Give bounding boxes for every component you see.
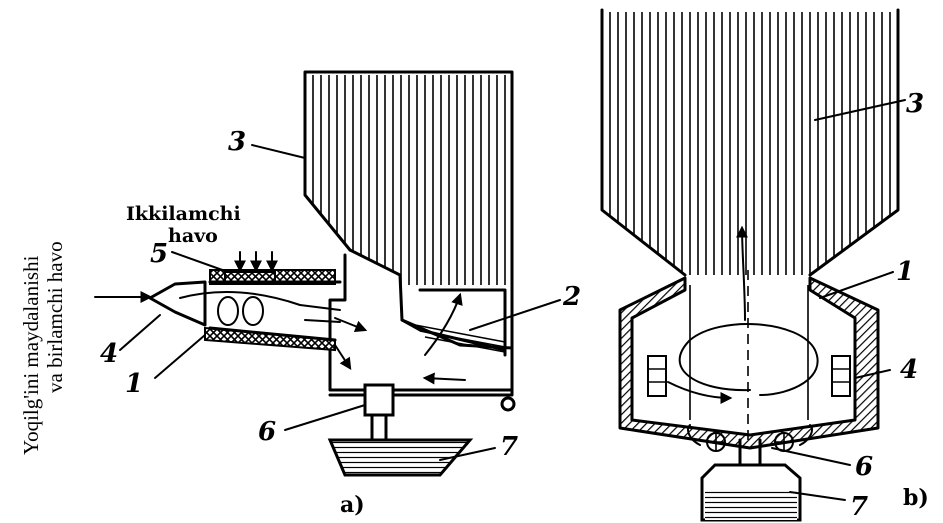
- secondary-air-line2: havo: [168, 225, 218, 247]
- sloped-plate-a: [400, 288, 507, 357]
- tube-lines-b: [609, 12, 891, 275]
- furnace-body-b: [618, 225, 880, 450]
- label-b-7: 7: [850, 492, 868, 522]
- roller-a: [500, 396, 516, 412]
- caption-a: a): [340, 492, 365, 518]
- diagram-b: 3 1 4 6 7 b): [600, 8, 929, 522]
- drain-b: [687, 424, 813, 522]
- vertical-caption: Yoqilg'ini maydalanishi va birlamchi hav…: [19, 241, 67, 455]
- label-a-3: 3: [228, 127, 246, 157]
- label-a-2: 2: [562, 282, 581, 312]
- tube-bank-a: [303, 70, 514, 392]
- label-a-1: 1: [125, 369, 143, 399]
- diagram-a: 3 5 2 4 1 6 7 Ikkilamchi havo a): [94, 70, 581, 518]
- label-a-5: 5: [150, 239, 168, 269]
- label-a-4: 4: [100, 339, 118, 369]
- label-b-6: 6: [855, 452, 873, 482]
- tube-bank-b: [600, 8, 900, 277]
- vertical-caption-line1: Yoqilg'ini maydalanishi: [19, 255, 43, 455]
- vertical-caption-line2: va birlamchi havo: [43, 241, 67, 393]
- secondary-air-line1: Ikkilamchi: [126, 203, 241, 225]
- caption-b: b): [903, 485, 929, 511]
- label-a-7: 7: [500, 432, 518, 462]
- furnace-chamber-a: [328, 253, 514, 397]
- label-b-1: 1: [896, 257, 914, 287]
- label-b-3: 3: [906, 89, 924, 119]
- label-a-6: 6: [258, 417, 276, 447]
- label-b-4: 4: [900, 355, 918, 385]
- tube-lines-a: [312, 75, 506, 285]
- drain-a: [327, 383, 474, 477]
